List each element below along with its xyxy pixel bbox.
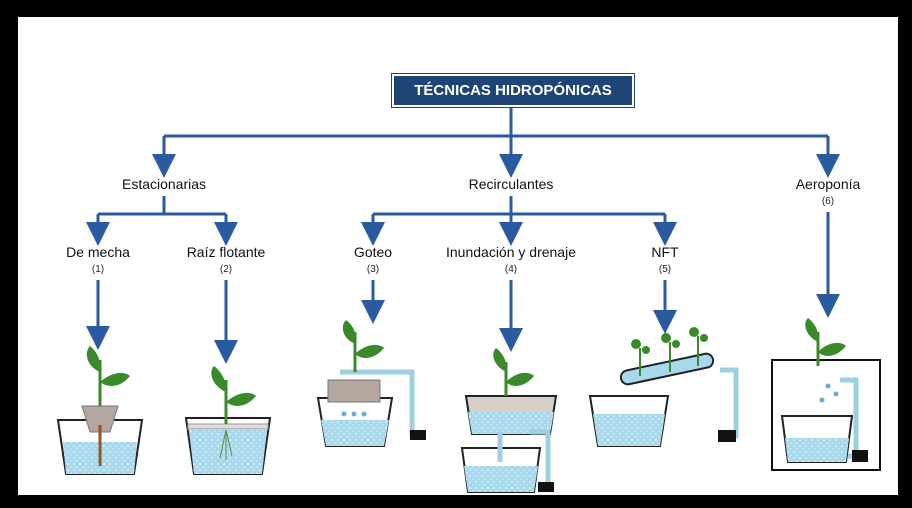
floating-raft-illustration bbox=[184, 366, 272, 475]
technique-nft: NFT bbox=[651, 244, 679, 260]
main-title: TÉCNICAS HIDROPÓNICAS bbox=[392, 74, 634, 107]
technique-nft-number: (5) bbox=[658, 264, 672, 275]
aeroponics-illustration bbox=[771, 318, 881, 471]
category-aeroponia-number: (6) bbox=[821, 196, 835, 207]
technique-de-mecha: De mecha bbox=[66, 244, 130, 260]
nft-illustration bbox=[588, 327, 739, 447]
technique-goteo-number: (3) bbox=[366, 264, 380, 275]
category-aeroponia: Aeroponía bbox=[795, 176, 861, 192]
drip-system-illustration bbox=[316, 320, 426, 447]
technique-inundacion-drenaje-number: (4) bbox=[504, 264, 518, 275]
technique-de-mecha-number: (1) bbox=[91, 264, 105, 275]
category-estacionarias: Estacionarias bbox=[121, 176, 207, 192]
wick-system-illustration bbox=[56, 346, 144, 475]
technique-raiz-flotante-number: (2) bbox=[219, 264, 233, 275]
ebb-flow-illustration bbox=[460, 348, 558, 493]
technique-inundacion-drenaje: Inundación y drenaje bbox=[446, 244, 576, 260]
technique-goteo: Goteo bbox=[353, 244, 393, 260]
category-recirculantes: Recirculantes bbox=[468, 176, 554, 192]
technique-raiz-flotante: Raíz flotante bbox=[186, 244, 266, 260]
